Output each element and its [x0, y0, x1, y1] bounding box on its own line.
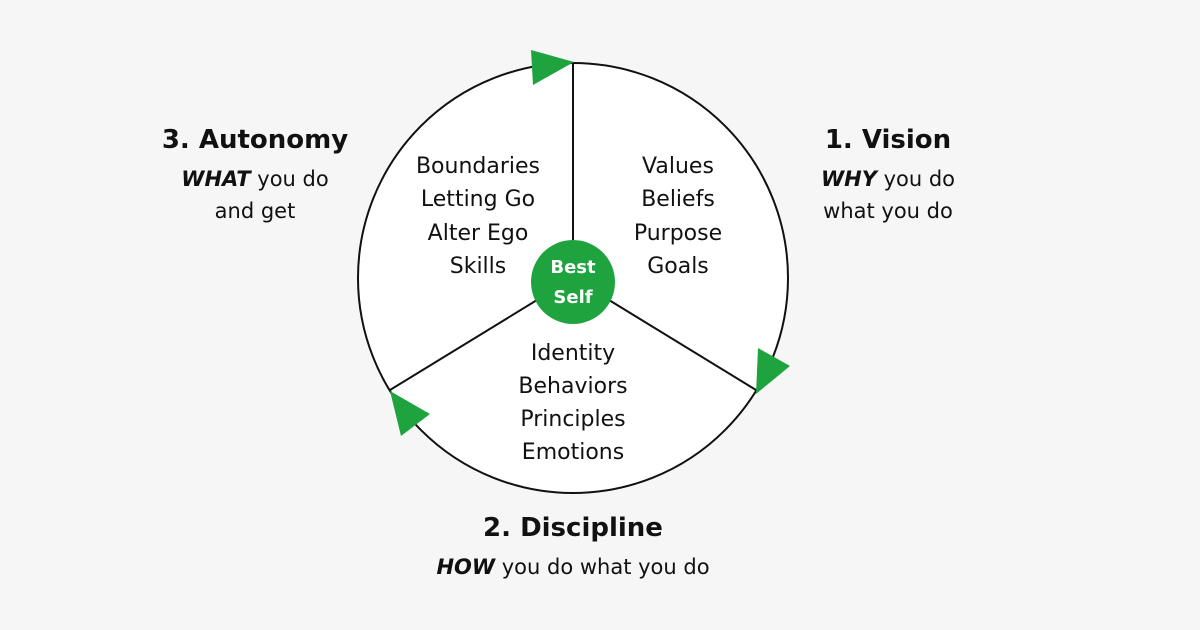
arrow-right-icon	[756, 348, 790, 394]
pillar-discipline-title: 2. Discipline	[483, 513, 663, 543]
pillar-discipline-line1: you do what you do	[495, 555, 710, 579]
divider-right	[608, 299, 757, 391]
vision-item-4: Goals	[647, 254, 709, 279]
pillar-discipline-subtitle: HOW you do what you do	[413, 551, 733, 583]
pillar-autonomy-subtitle: WHAT you do and get	[95, 163, 415, 227]
pillar-autonomy: 3. Autonomy WHAT you do and get	[95, 123, 415, 227]
discipline-item-2: Behaviors	[518, 374, 627, 399]
discipline-item-1: Identity	[531, 341, 615, 366]
pillar-discipline-emphasis: HOW	[436, 555, 496, 579]
pillar-vision-emphasis: WHY	[820, 167, 877, 191]
pillar-autonomy-line2: and get	[214, 199, 296, 223]
best-self-badge	[531, 240, 615, 324]
vision-item-1: Values	[642, 154, 714, 179]
divider-left	[389, 299, 538, 391]
pillar-vision-line2: what you do	[823, 199, 953, 223]
pillar-vision-title: 1. Vision	[824, 125, 952, 155]
pillar-autonomy-line1: you do	[250, 167, 329, 191]
pillar-autonomy-title: 3. Autonomy	[161, 125, 349, 155]
autonomy-item-3: Alter Ego	[428, 221, 529, 246]
pillar-discipline: 2. Discipline HOW you do what you do	[413, 511, 733, 583]
pillar-vision-line1: you do	[876, 167, 956, 191]
pillar-autonomy-emphasis: WHAT	[181, 167, 251, 191]
best-self-line2: Self	[553, 287, 592, 308]
autonomy-item-2: Letting Go	[421, 187, 535, 212]
autonomy-item-4: Skills	[450, 254, 507, 279]
vision-item-2: Beliefs	[641, 187, 715, 212]
discipline-item-4: Emotions	[522, 440, 624, 465]
pillar-vision-subtitle: WHY you do what you do	[728, 163, 1048, 227]
discipline-item-3: Principles	[520, 407, 625, 432]
vision-item-3: Purpose	[634, 221, 722, 246]
best-self-line1: Best	[550, 257, 596, 278]
arrow-top-icon	[531, 50, 574, 85]
arrow-left-icon	[390, 391, 430, 436]
pillar-vision: 1. Vision WHY you do what you do	[728, 123, 1048, 227]
autonomy-item-1: Boundaries	[416, 154, 540, 179]
